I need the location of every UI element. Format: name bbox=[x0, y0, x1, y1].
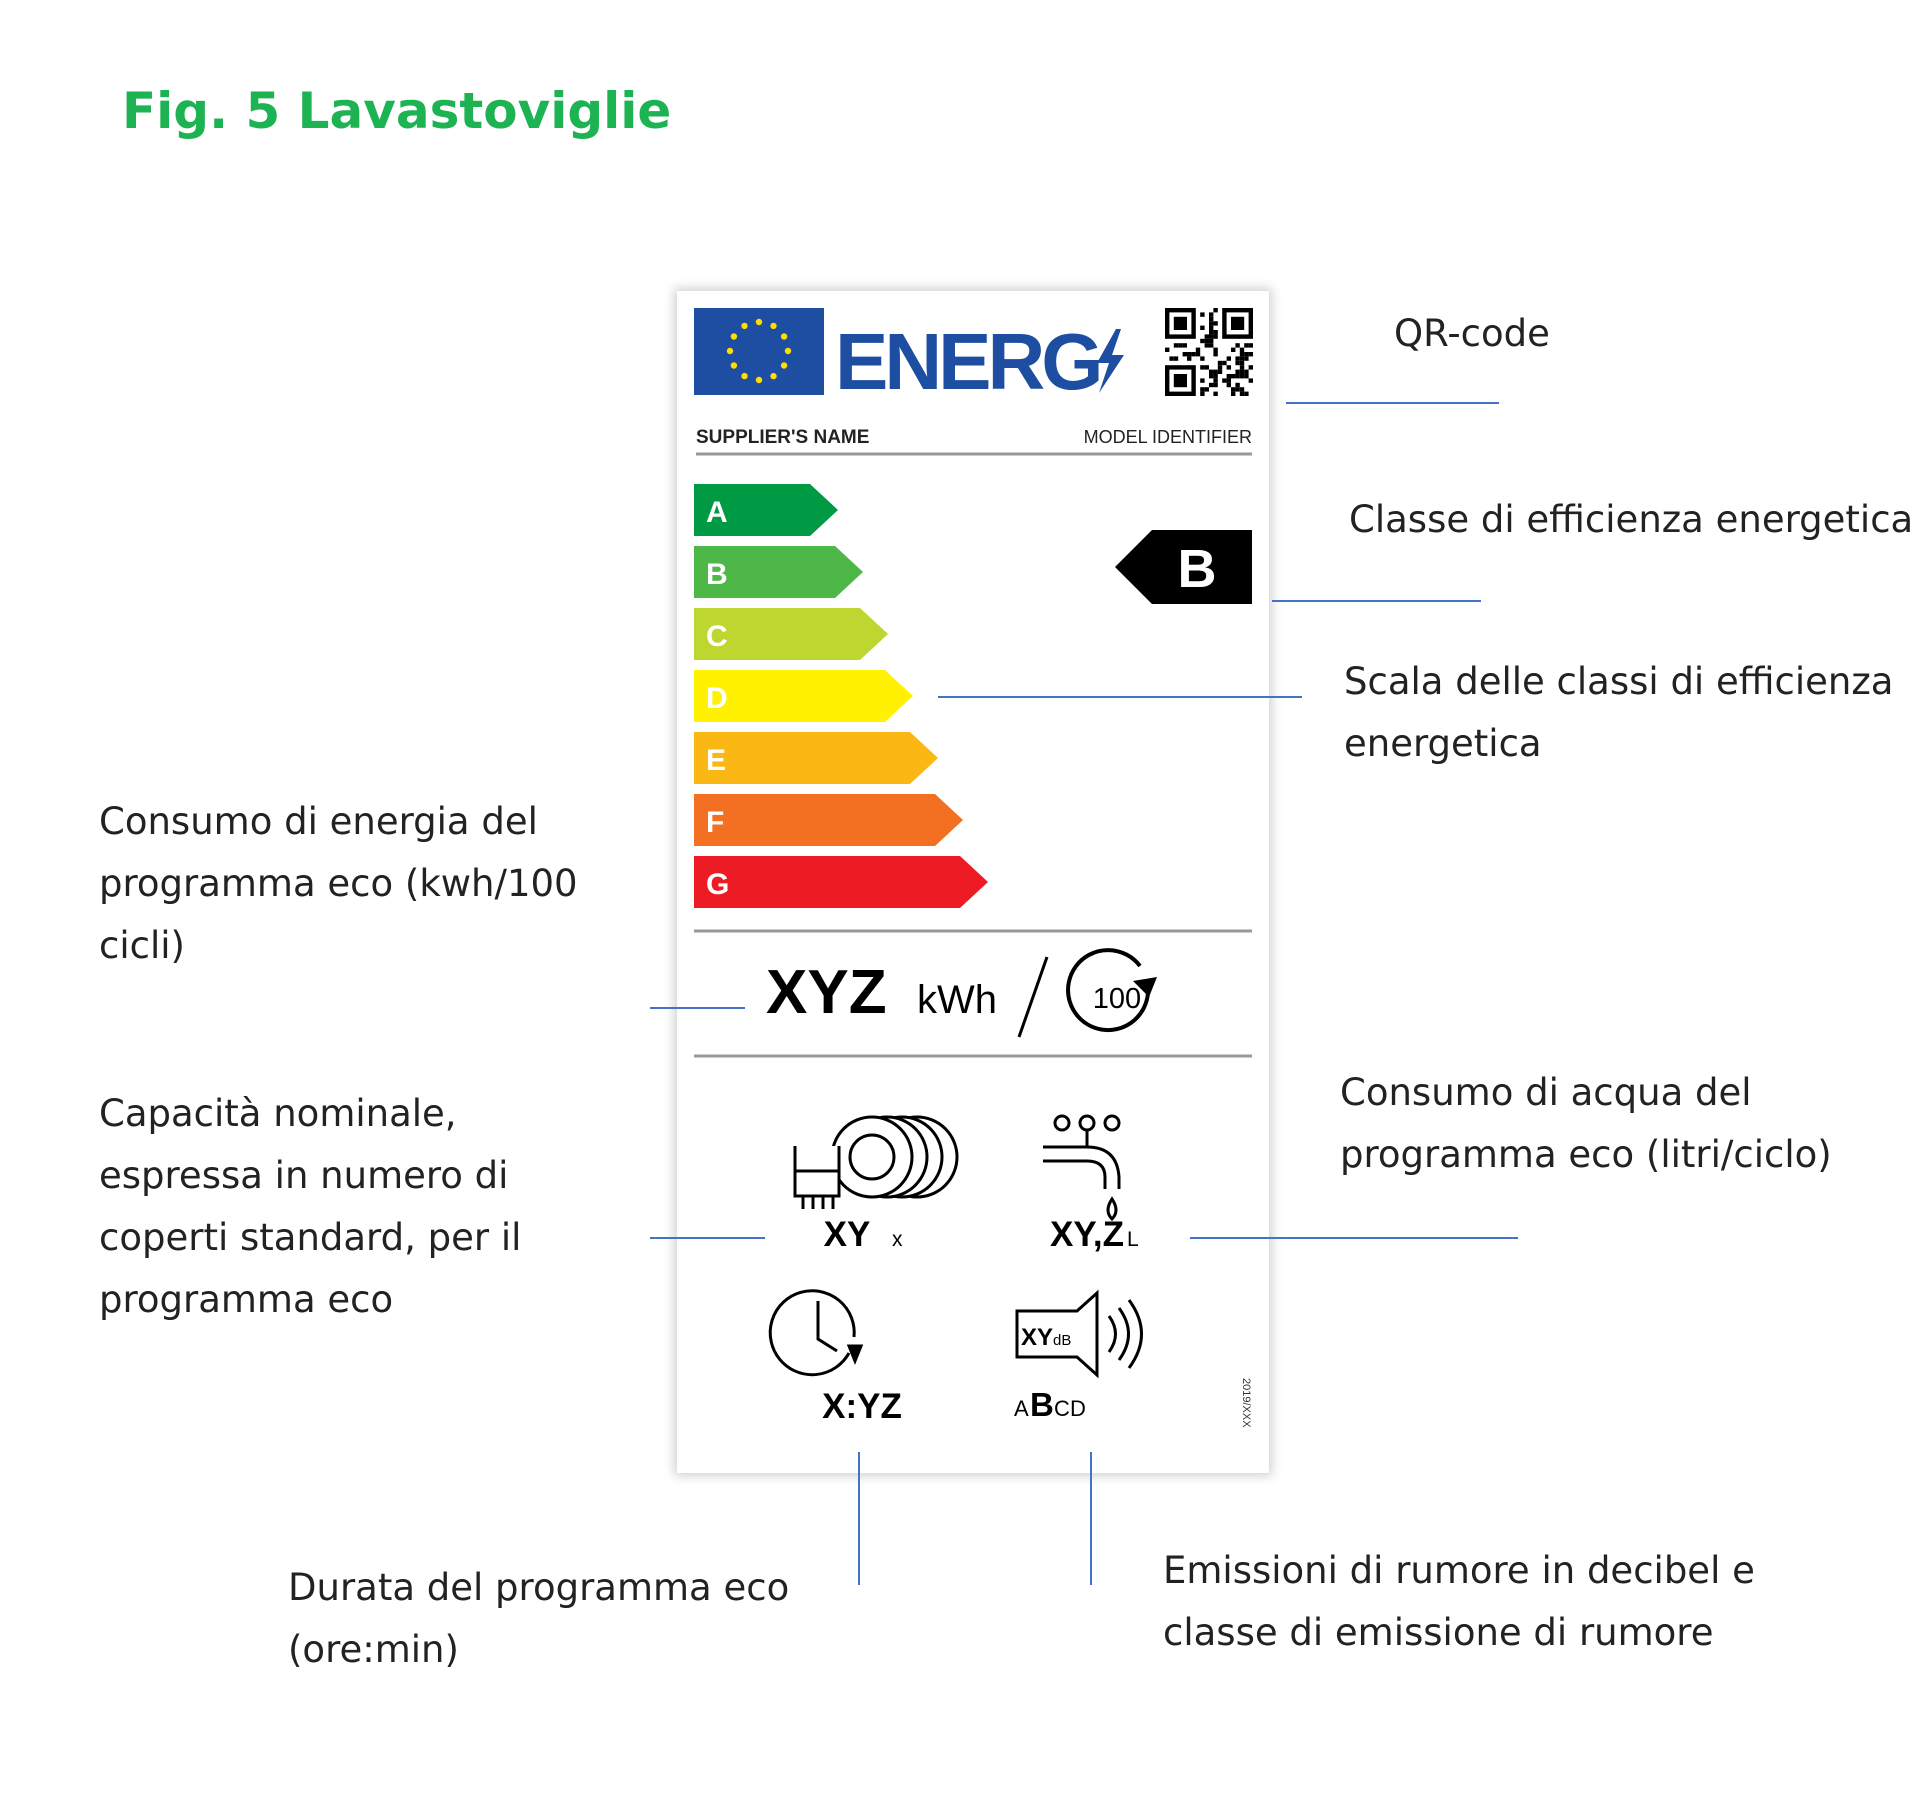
clock-icon bbox=[768, 1289, 864, 1377]
figure-title: Fig. 5 Lavastoviglie bbox=[122, 82, 672, 140]
class-arrow-a bbox=[694, 484, 838, 536]
capacity-value: XY bbox=[824, 1215, 871, 1254]
selected-class-letter: B bbox=[1178, 539, 1217, 599]
class-arrow-e bbox=[694, 732, 938, 784]
eu-star bbox=[755, 376, 763, 384]
class-arrow-c bbox=[694, 608, 888, 660]
eu-star bbox=[741, 322, 748, 330]
dishes-icon bbox=[793, 1115, 959, 1209]
leader-line-noise bbox=[1090, 1452, 1092, 1585]
leader-line-energy bbox=[650, 1007, 745, 1009]
class-letter-c: C bbox=[706, 620, 728, 653]
noise-class-a: A bbox=[1014, 1396, 1029, 1421]
callout-water-consumption: Consumo di acqua del programma eco (litr… bbox=[1340, 1071, 1832, 1176]
eu-star bbox=[741, 372, 748, 380]
tap-icon bbox=[1043, 1114, 1121, 1222]
model-identifier: MODEL IDENTIFIER bbox=[1084, 427, 1252, 447]
leader-line-capacity bbox=[650, 1237, 765, 1239]
eu-star bbox=[770, 322, 777, 330]
callout-energy-class: Classe di efficienza energetica bbox=[1349, 498, 1914, 541]
selected-class-indicator: B bbox=[1115, 530, 1252, 604]
class-letter-a: A bbox=[706, 496, 728, 529]
callout-capacity: Capacità nominale, espressa in numero di… bbox=[99, 1092, 522, 1321]
lightning-icon bbox=[1097, 329, 1124, 393]
energy-wordmark: ENERG bbox=[835, 317, 1100, 406]
noise-icon-unit: dB bbox=[1053, 1332, 1071, 1349]
class-letter-g: G bbox=[706, 868, 729, 901]
eu-star bbox=[780, 333, 788, 340]
supplier-name: SUPPLIER'S NAME bbox=[696, 427, 869, 448]
callout-energy-consumption: Consumo di energia del programma eco (kw… bbox=[99, 800, 578, 967]
energy-unit: kWh bbox=[917, 978, 997, 1022]
qr-code-icon bbox=[1165, 308, 1253, 396]
leader-line-duration bbox=[858, 1452, 860, 1585]
callout-duration: Durata del programma eco (ore:min) bbox=[288, 1566, 790, 1671]
class-letter-e: E bbox=[706, 744, 726, 777]
noise-class-scale: A B C D bbox=[1014, 1386, 1086, 1423]
duration-value: X:YZ bbox=[822, 1387, 902, 1426]
noise-class-c: C bbox=[1054, 1396, 1070, 1421]
class-arrow-b bbox=[694, 546, 863, 598]
eu-star bbox=[780, 362, 788, 369]
energy-value: XYZ bbox=[766, 958, 887, 1027]
leader-line-water bbox=[1190, 1237, 1518, 1239]
class-letter-f: F bbox=[706, 806, 724, 839]
speaker-icon: XY dB bbox=[1015, 1289, 1143, 1379]
class-letter-d: D bbox=[706, 682, 728, 715]
noise-class-b: B bbox=[1030, 1386, 1054, 1423]
regulation-reference: 2019/XXX bbox=[1240, 1378, 1252, 1428]
leader-line-scale bbox=[938, 696, 1302, 698]
callout-class-scale: Scala delle classi di efficienza energet… bbox=[1344, 660, 1894, 765]
eu-star bbox=[784, 347, 792, 355]
energy-label-graphic: ENERG SUPPLIER'S NAME MODEL IDENTIFIER A… bbox=[694, 308, 1253, 1428]
cycles-icon-text: 100 bbox=[1093, 983, 1141, 1015]
class-letter-b: B bbox=[706, 558, 728, 591]
noise-icon-value: XY bbox=[1021, 1324, 1053, 1351]
eu-star bbox=[730, 333, 738, 340]
eu-star bbox=[726, 347, 734, 355]
class-arrow-d bbox=[694, 670, 913, 722]
eu-star bbox=[730, 362, 738, 369]
leader-line-qr bbox=[1286, 402, 1499, 404]
eu-flag-icon bbox=[694, 308, 824, 395]
noise-class-d: D bbox=[1070, 1396, 1086, 1421]
water-value: XY,Z bbox=[1050, 1215, 1124, 1254]
water-unit: L bbox=[1127, 1228, 1139, 1251]
capacity-unit: x bbox=[892, 1228, 903, 1251]
eu-star bbox=[770, 372, 777, 380]
energy-label: ENERG SUPPLIER'S NAME MODEL IDENTIFIER A… bbox=[677, 291, 1269, 1473]
callout-noise: Emissioni di rumore in decibel e classe … bbox=[1163, 1549, 1755, 1654]
eu-star bbox=[755, 318, 763, 326]
cycle-arrow-icon: 100 bbox=[1066, 948, 1157, 1033]
leader-line-class bbox=[1272, 600, 1481, 602]
class-arrow-f bbox=[694, 794, 963, 846]
class-arrow-g bbox=[694, 856, 988, 908]
callout-qr-code: QR-code bbox=[1394, 312, 1550, 355]
